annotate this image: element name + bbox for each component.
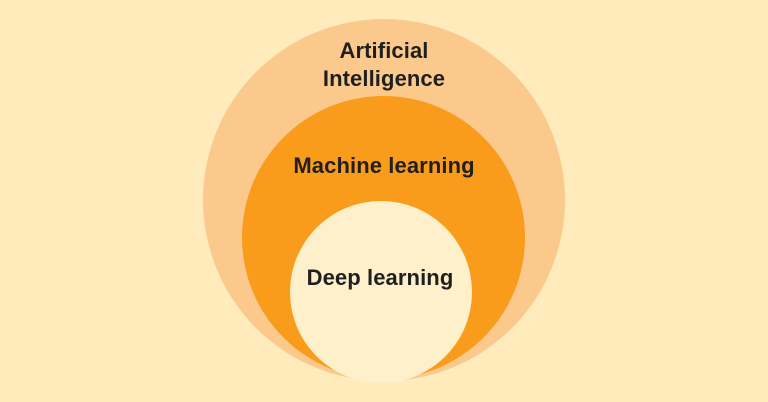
deep-learning-circle: [290, 201, 472, 383]
deep-learning-label: Deep learning: [306, 265, 454, 290]
artificial-intelligence-label: Artificial Intelligence: [322, 38, 446, 91]
machine-learning-label: Machine learning: [293, 153, 475, 178]
